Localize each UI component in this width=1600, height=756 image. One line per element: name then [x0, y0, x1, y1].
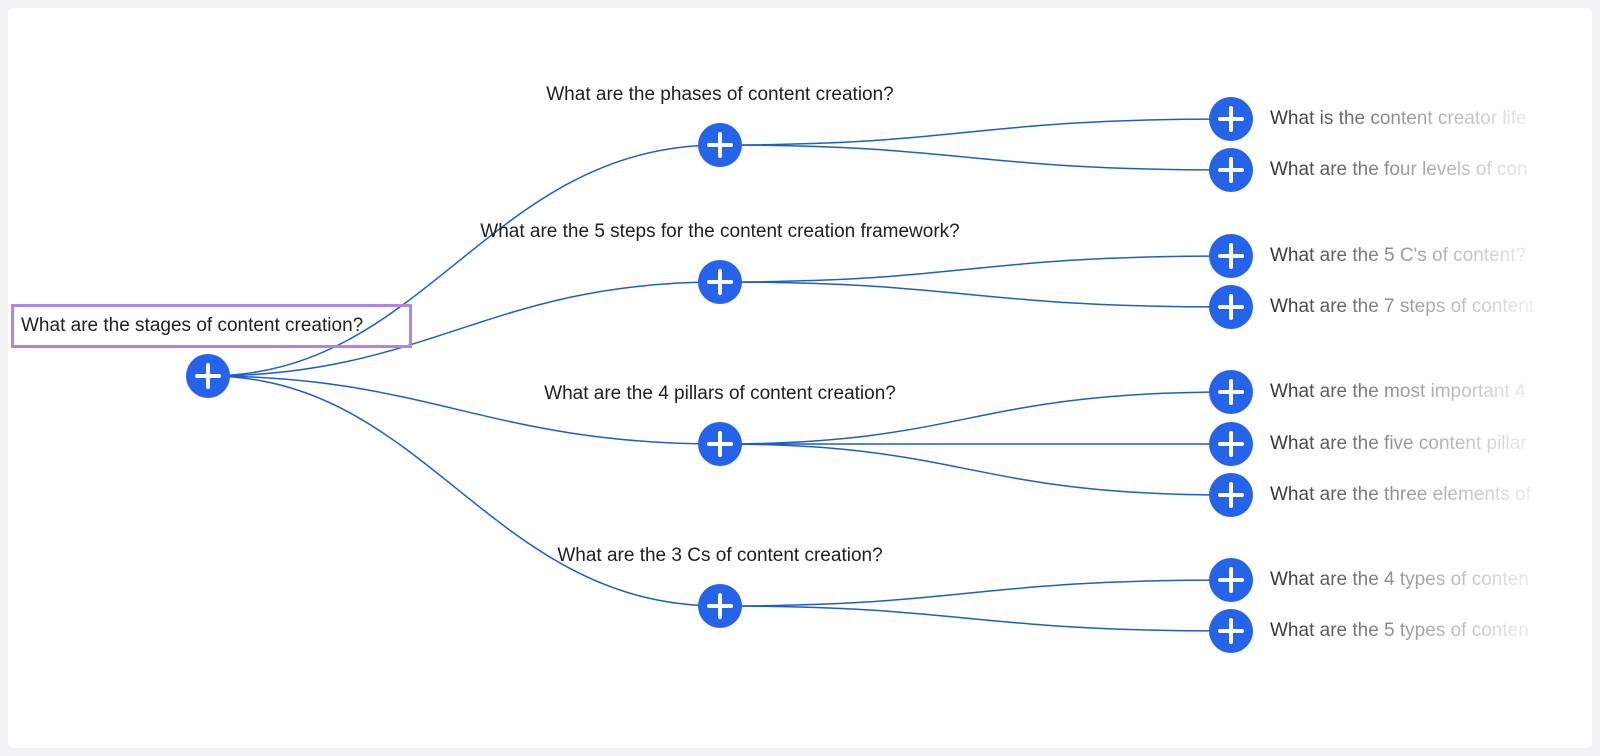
leaf-node-expand-button[interactable]	[1209, 473, 1253, 517]
plus-icon	[1218, 157, 1244, 183]
branch-node-label[interactable]: What are the 4 pillars of content creati…	[544, 383, 896, 404]
plus-icon	[1218, 431, 1244, 457]
leaf-node-expand-button[interactable]	[1209, 234, 1253, 278]
leaf-node-label[interactable]: What is the content creator life	[1270, 108, 1527, 129]
edge-root-branch-1	[207, 144, 721, 377]
leaf-node-expand-button[interactable]	[1209, 285, 1253, 329]
leaf-node-label[interactable]: What are the four levels of con	[1270, 159, 1528, 180]
plus-icon	[1218, 482, 1244, 508]
plus-icon	[1218, 618, 1244, 644]
leaf-node-label[interactable]: What are the 5 C's of content?	[1270, 245, 1527, 266]
plus-icon	[1218, 106, 1244, 132]
plus-icon	[195, 363, 221, 389]
branch-node-expand-button[interactable]	[698, 422, 742, 466]
leaf-node-label[interactable]: What are the 4 types of conten	[1270, 569, 1529, 590]
edge-root-branch-3	[207, 375, 721, 445]
leaf-node-expand-button[interactable]	[1209, 370, 1253, 414]
leaf-node-label[interactable]: What are the most important 4	[1270, 381, 1526, 402]
edge-branch-1-child-2	[719, 144, 1232, 171]
leaf-node-expand-button[interactable]	[1209, 609, 1253, 653]
leaf-node-label[interactable]: What are the 5 types of conten	[1270, 620, 1529, 641]
edge-branch-4-child-1	[719, 579, 1232, 607]
plus-icon	[707, 431, 733, 457]
leaf-node-label[interactable]: What are the three elements of	[1270, 484, 1531, 505]
branch-node-label[interactable]: What are the 3 Cs of content creation?	[557, 545, 883, 566]
edge-branch-2-child-1	[719, 255, 1232, 283]
leaf-node-label[interactable]: What are the 7 steps of content	[1270, 296, 1535, 317]
edge-layer	[207, 118, 1232, 632]
plus-icon	[1218, 567, 1244, 593]
branch-node-expand-button[interactable]	[698, 260, 742, 304]
edge-branch-3-child-3	[719, 443, 1232, 496]
branch-node-label[interactable]: What are the phases of content creation?	[546, 84, 894, 105]
leaf-node-expand-button[interactable]	[1209, 422, 1253, 466]
root-node-expand-button[interactable]	[186, 354, 230, 398]
plus-icon	[707, 593, 733, 619]
plus-icon	[1218, 379, 1244, 405]
leaf-node-expand-button[interactable]	[1209, 558, 1253, 602]
plus-icon	[1218, 243, 1244, 269]
plus-icon	[707, 269, 733, 295]
leaf-node-label[interactable]: What are the five content pillar	[1270, 433, 1527, 454]
edge-branch-4-child-2	[719, 605, 1232, 632]
edge-root-branch-2	[207, 281, 721, 377]
edge-branch-3-child-1	[719, 391, 1232, 445]
leaf-node-expand-button[interactable]	[1209, 97, 1253, 141]
edge-root-branch-4	[207, 375, 721, 607]
plus-icon	[1218, 294, 1244, 320]
root-node-label[interactable]: What are the stages of content creation?	[11, 304, 412, 348]
mind-map-canvas: What are the stages of content creation?…	[8, 8, 1592, 748]
edge-branch-2-child-2	[719, 281, 1232, 308]
branch-node-label[interactable]: What are the 5 steps for the content cre…	[480, 221, 960, 242]
leaf-node-expand-button[interactable]	[1209, 148, 1253, 192]
edge-branch-1-child-1	[719, 118, 1232, 146]
branch-node-expand-button[interactable]	[698, 584, 742, 628]
branch-node-expand-button[interactable]	[698, 123, 742, 167]
plus-icon	[707, 132, 733, 158]
